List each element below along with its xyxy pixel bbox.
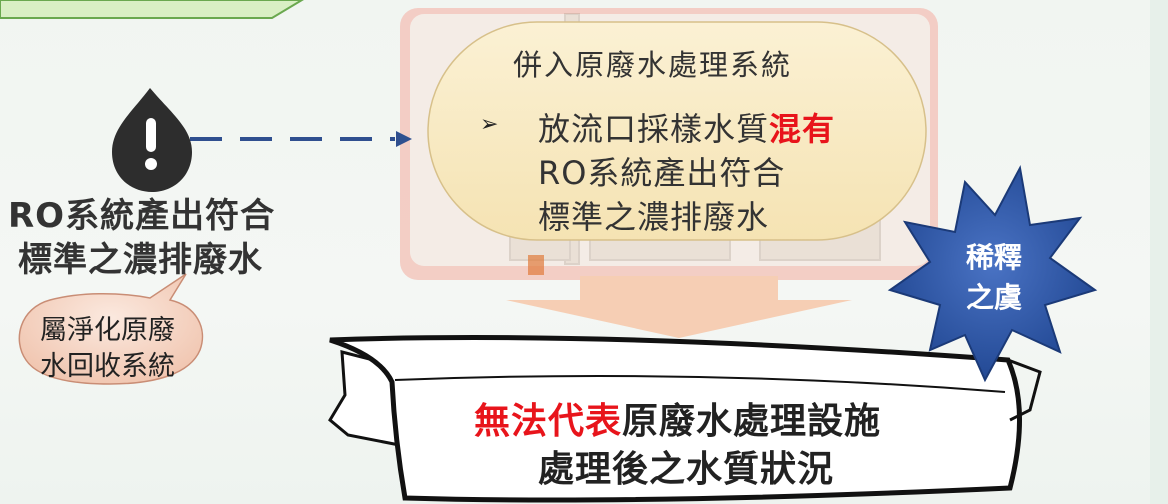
burst-line2: 之虞 (966, 281, 1023, 314)
card-line1-normal: 放流口採樣水質 (538, 110, 770, 148)
banner-line1-normal: 原廢水處理設施 (622, 401, 882, 442)
banner-line1: 無法代表原廢水處理設施 (474, 392, 881, 444)
result-banner (328, 335, 1042, 503)
dilution-burst (887, 164, 1098, 383)
speech-bubble (18, 273, 204, 385)
water-drop-exclamation-icon (112, 88, 192, 192)
down-arrow (506, 276, 852, 338)
left-caption-line1: RO系統產出符合 (8, 196, 276, 236)
bullet-symbol: ➢ (480, 112, 499, 137)
statement-oval (427, 21, 927, 241)
card-line3: 標準之濃排廢水 (538, 198, 770, 236)
burst-line1: 稀釋 (966, 241, 1023, 274)
card-line1-highlight: 混有 (769, 110, 836, 148)
bubble-line2: 水回收系統 (40, 351, 175, 382)
left-caption-line2: 標準之濃排廢水 (18, 240, 263, 280)
banner-line2: 處理後之水質狀況 (538, 449, 835, 490)
banner-line1-highlight: 無法代表 (474, 401, 623, 442)
card-line2: RO系統產出符合 (538, 154, 786, 192)
card-line1: 放流口採樣水質混有 (538, 104, 835, 150)
right-edge-accent (1150, 0, 1168, 504)
bubble-line1: 屬淨化原廢 (40, 315, 175, 346)
dashed-arrow-head (396, 131, 412, 147)
card-accent-stripe (528, 255, 544, 275)
corner-tab (0, 0, 304, 19)
card-title: 併入原廢水處理系統 (513, 48, 793, 82)
